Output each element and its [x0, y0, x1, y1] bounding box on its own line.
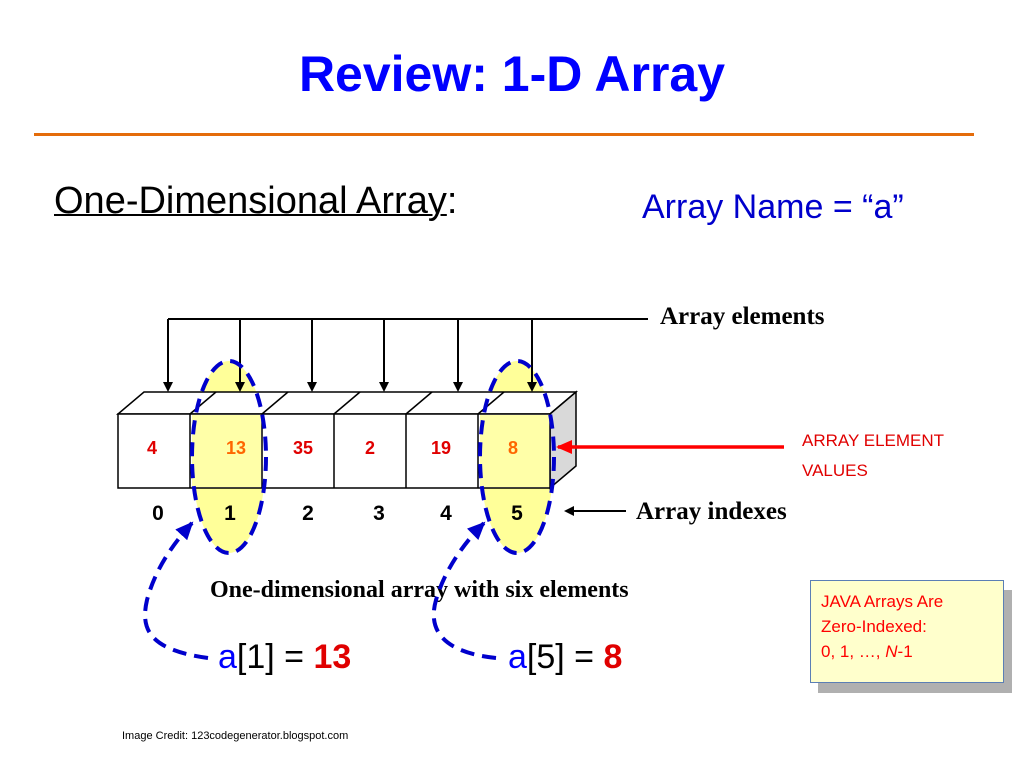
- element-values-callout: ARRAY ELEMENT VALUES: [802, 426, 1002, 486]
- example-expression-1: a[1] = 13: [218, 636, 351, 678]
- index-label-3: 3: [373, 502, 385, 525]
- image-credit: Image Credit: 123codegenerator.blogspot.…: [122, 730, 349, 742]
- cell-value-5: 8: [508, 438, 518, 458]
- array-box: [115, 390, 579, 490]
- index-label-0: 0: [152, 502, 164, 525]
- note-line-3-var: N: [885, 642, 898, 661]
- section-heading-text: One-Dimensional Array: [54, 180, 447, 222]
- note-line-2: Zero-Indexed:: [821, 617, 927, 636]
- example-1-var: a: [218, 638, 237, 676]
- note-line-3-prefix: 0, 1, …,: [821, 642, 886, 661]
- array-elements-pointers: [163, 318, 648, 392]
- cell-value-0: 4: [147, 438, 157, 458]
- example-2-index: [5] =: [526, 638, 604, 676]
- title-divider: [34, 133, 974, 136]
- callout-line-2: VALUES: [802, 461, 868, 480]
- cell-value-1: 13: [226, 438, 246, 458]
- example-1-result: 13: [313, 638, 352, 676]
- index-label-2: 2: [302, 502, 314, 525]
- cell-highlight-5: [480, 415, 549, 487]
- dashed-arrow-to-index-1: [143, 521, 209, 660]
- example-2-result: 8: [603, 638, 623, 676]
- callout-line-1: ARRAY ELEMENT: [802, 431, 945, 450]
- section-heading: One-Dimensional Array:: [54, 178, 457, 224]
- index-label-5: 5: [511, 502, 523, 525]
- array-indexes-label: Array indexes: [636, 498, 787, 525]
- note-line-3: 0, 1, …, N-1: [821, 639, 993, 664]
- dashed-ellipse-index-5: [478, 359, 556, 555]
- example-1-index: [1] =: [236, 638, 314, 676]
- slide-title: Review: 1-D Array: [298, 46, 726, 102]
- zero-indexed-note: JAVA Arrays Are Zero-Indexed: 0, 1, …, N…: [810, 580, 1004, 683]
- diagram-caption: One-dimensional array with six elements: [210, 577, 629, 603]
- note-line-1: JAVA Arrays Are: [821, 592, 944, 611]
- dashed-arrow-to-index-5: [431, 521, 497, 660]
- cell-value-3: 2: [365, 438, 375, 458]
- note-line-3-suffix: -1: [897, 642, 913, 661]
- example-expression-2: a[5] = 8: [508, 636, 622, 678]
- dashed-ellipse-index-1: [190, 359, 268, 555]
- cell-highlight-1: [192, 415, 261, 487]
- array-name-label: Array Name = “a”: [642, 188, 904, 226]
- cell-value-4: 19: [431, 438, 451, 458]
- example-2-var: a: [508, 638, 527, 676]
- section-heading-colon: :: [446, 180, 458, 222]
- cell-value-2: 35: [293, 438, 313, 458]
- index-label-4: 4: [440, 502, 452, 525]
- array-elements-label: Array elements: [660, 303, 825, 330]
- index-label-1: 1: [224, 502, 236, 525]
